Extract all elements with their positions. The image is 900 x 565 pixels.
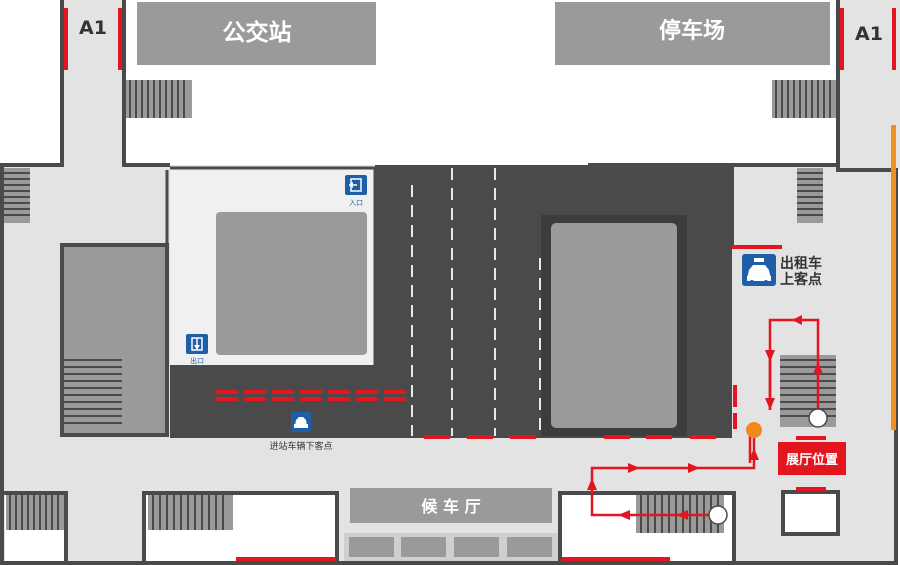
arrow-up-icon bbox=[813, 362, 823, 374]
stairs-top-right bbox=[772, 80, 838, 118]
route-arrows bbox=[587, 315, 823, 520]
stairs-taxi-zone bbox=[780, 355, 836, 427]
right-corridor-wall bbox=[730, 118, 840, 247]
ticket-block bbox=[454, 537, 499, 557]
waiting-hall-block bbox=[350, 488, 552, 523]
right-a1-corridor bbox=[838, 0, 900, 170]
entrance-sign: 入口 bbox=[345, 175, 367, 207]
start-point-marker bbox=[808, 408, 828, 428]
dropoff-sign: 进站车辆下客点 bbox=[269, 412, 333, 452]
top-blocks bbox=[137, 2, 830, 65]
road-island-block bbox=[551, 223, 677, 428]
arrow-left-icon bbox=[676, 510, 688, 520]
exit-label: 出口 bbox=[190, 356, 204, 365]
booth-label-box bbox=[778, 442, 846, 475]
booth-label: 展厅位置 bbox=[786, 452, 838, 468]
red-curbs bbox=[64, 8, 896, 561]
ticket-block bbox=[507, 537, 552, 557]
waiting-hall-label: 候 车 厅 bbox=[421, 497, 480, 516]
road-dropoff-lane bbox=[170, 365, 375, 438]
arrow-down-icon bbox=[765, 350, 775, 362]
exit-sign: 出口 bbox=[186, 334, 208, 365]
bottom-room-1-wall bbox=[2, 491, 68, 563]
stairs-right-upper bbox=[797, 168, 823, 223]
entrance-room-block bbox=[216, 212, 367, 355]
taxi-label-line1: 出租车 bbox=[780, 255, 822, 272]
arrow-up-icon bbox=[749, 448, 759, 460]
a1-left-label: A1 bbox=[79, 17, 107, 39]
start-point-marker bbox=[708, 505, 728, 525]
bottom-room-2-wall bbox=[142, 491, 339, 563]
arrow-left-icon bbox=[618, 510, 630, 520]
taxi-sign: 出租车 上客点 bbox=[742, 254, 822, 288]
stairs-left-room bbox=[64, 355, 122, 433]
arrow-right-icon bbox=[688, 463, 700, 473]
a1-right-label: A1 bbox=[855, 23, 883, 45]
entrance-label: 入口 bbox=[349, 199, 363, 207]
ticket-block bbox=[401, 537, 446, 557]
stairs-left-wall bbox=[4, 168, 30, 223]
orange-strip bbox=[891, 125, 896, 430]
parking-lot-label: 停车场 bbox=[659, 18, 725, 44]
stairs bbox=[4, 80, 838, 533]
left-a1-corridor bbox=[62, 0, 124, 168]
stairs-top-left bbox=[126, 80, 192, 118]
roadway bbox=[170, 165, 732, 438]
arrow-right-icon bbox=[628, 463, 640, 473]
entrance-room-wall bbox=[170, 166, 377, 365]
arrow-down-icon bbox=[765, 398, 775, 410]
left-side-room-wall bbox=[60, 243, 169, 437]
stairs-bottom-mid bbox=[148, 495, 233, 530]
bottom-room-4 bbox=[783, 492, 838, 534]
booth-location-marker bbox=[746, 422, 762, 438]
left-corridor-wall bbox=[122, 0, 170, 167]
taxi-label-line2: 上客点 bbox=[780, 271, 822, 288]
ticket-block bbox=[349, 537, 394, 557]
stairs-bottom-left bbox=[6, 495, 64, 530]
bottom-room-3-wall bbox=[558, 491, 736, 563]
arrow-up-icon bbox=[587, 478, 597, 490]
bus-station-label: 公交站 bbox=[223, 19, 292, 46]
parking-lot-block bbox=[555, 2, 830, 65]
bottom-room-4-wall bbox=[781, 490, 840, 536]
bus-station-block bbox=[137, 2, 376, 65]
dropoff-label: 进站车辆下客点 bbox=[269, 440, 332, 452]
bottom-ticket-blocks bbox=[344, 533, 561, 563]
arrow-left-icon bbox=[792, 315, 802, 325]
